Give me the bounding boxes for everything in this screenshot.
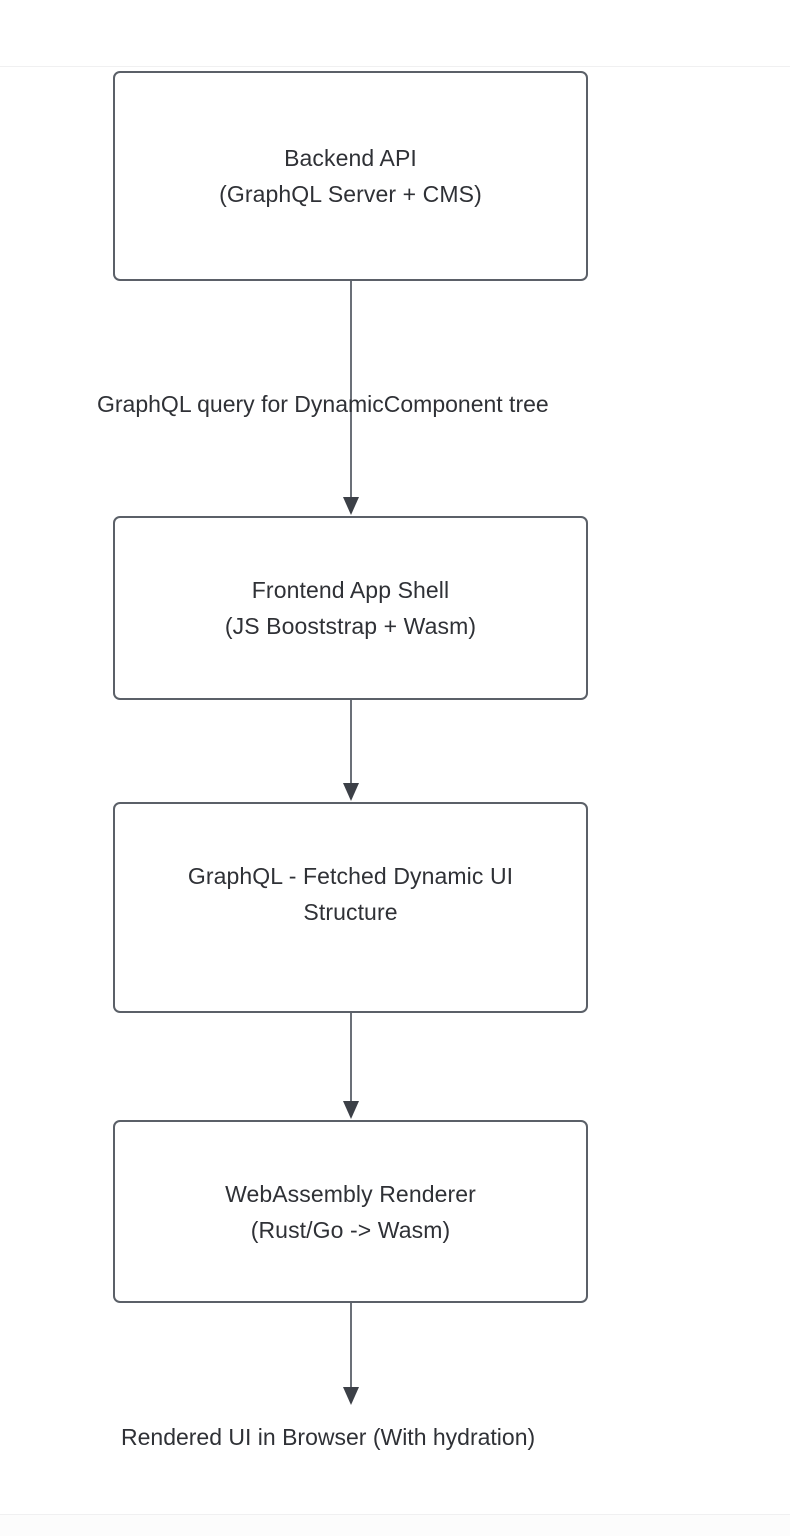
flow-node-frontend-app-shell[interactable]: Frontend App Shell (JS Booststrap + Wasm… <box>113 516 588 700</box>
arrow-down-icon <box>343 1387 359 1405</box>
flow-connector-renderer-to-rendered-ui <box>350 1303 352 1387</box>
arrow-down-icon <box>343 783 359 801</box>
flow-node-rendered-ui: Rendered UI in Browser (With hydration) <box>121 1424 536 1450</box>
arrow-down-icon <box>343 1101 359 1119</box>
bottom-divider <box>0 1514 790 1515</box>
flow-connector-backend-to-shell <box>350 281 352 497</box>
flow-connector-shell-to-structure <box>350 700 352 783</box>
flow-node-graphql-fetched-structure[interactable]: GraphQL - Fetched Dynamic UI Structure <box>113 802 588 1013</box>
flow-node-label: WebAssembly Renderer (Rust/Go -> Wasm) <box>225 1180 476 1243</box>
flow-node-backend-api[interactable]: Backend API (GraphQL Server + CMS) <box>113 71 588 281</box>
top-divider <box>0 66 790 67</box>
flow-node-label: Backend API (GraphQL Server + CMS) <box>219 145 482 207</box>
flow-edge-label-graphql-query: GraphQL query for DynamicComponent tree <box>97 391 549 417</box>
flow-node-label: GraphQL - Fetched Dynamic UI Structure <box>187 862 514 925</box>
bottom-band <box>0 1515 790 1536</box>
arrow-down-icon <box>343 497 359 515</box>
flow-node-webassembly-renderer[interactable]: WebAssembly Renderer (Rust/Go -> Wasm) <box>113 1120 588 1303</box>
flow-node-label: Frontend App Shell (JS Booststrap + Wasm… <box>224 577 477 639</box>
flow-connector-structure-to-renderer <box>350 1013 352 1101</box>
